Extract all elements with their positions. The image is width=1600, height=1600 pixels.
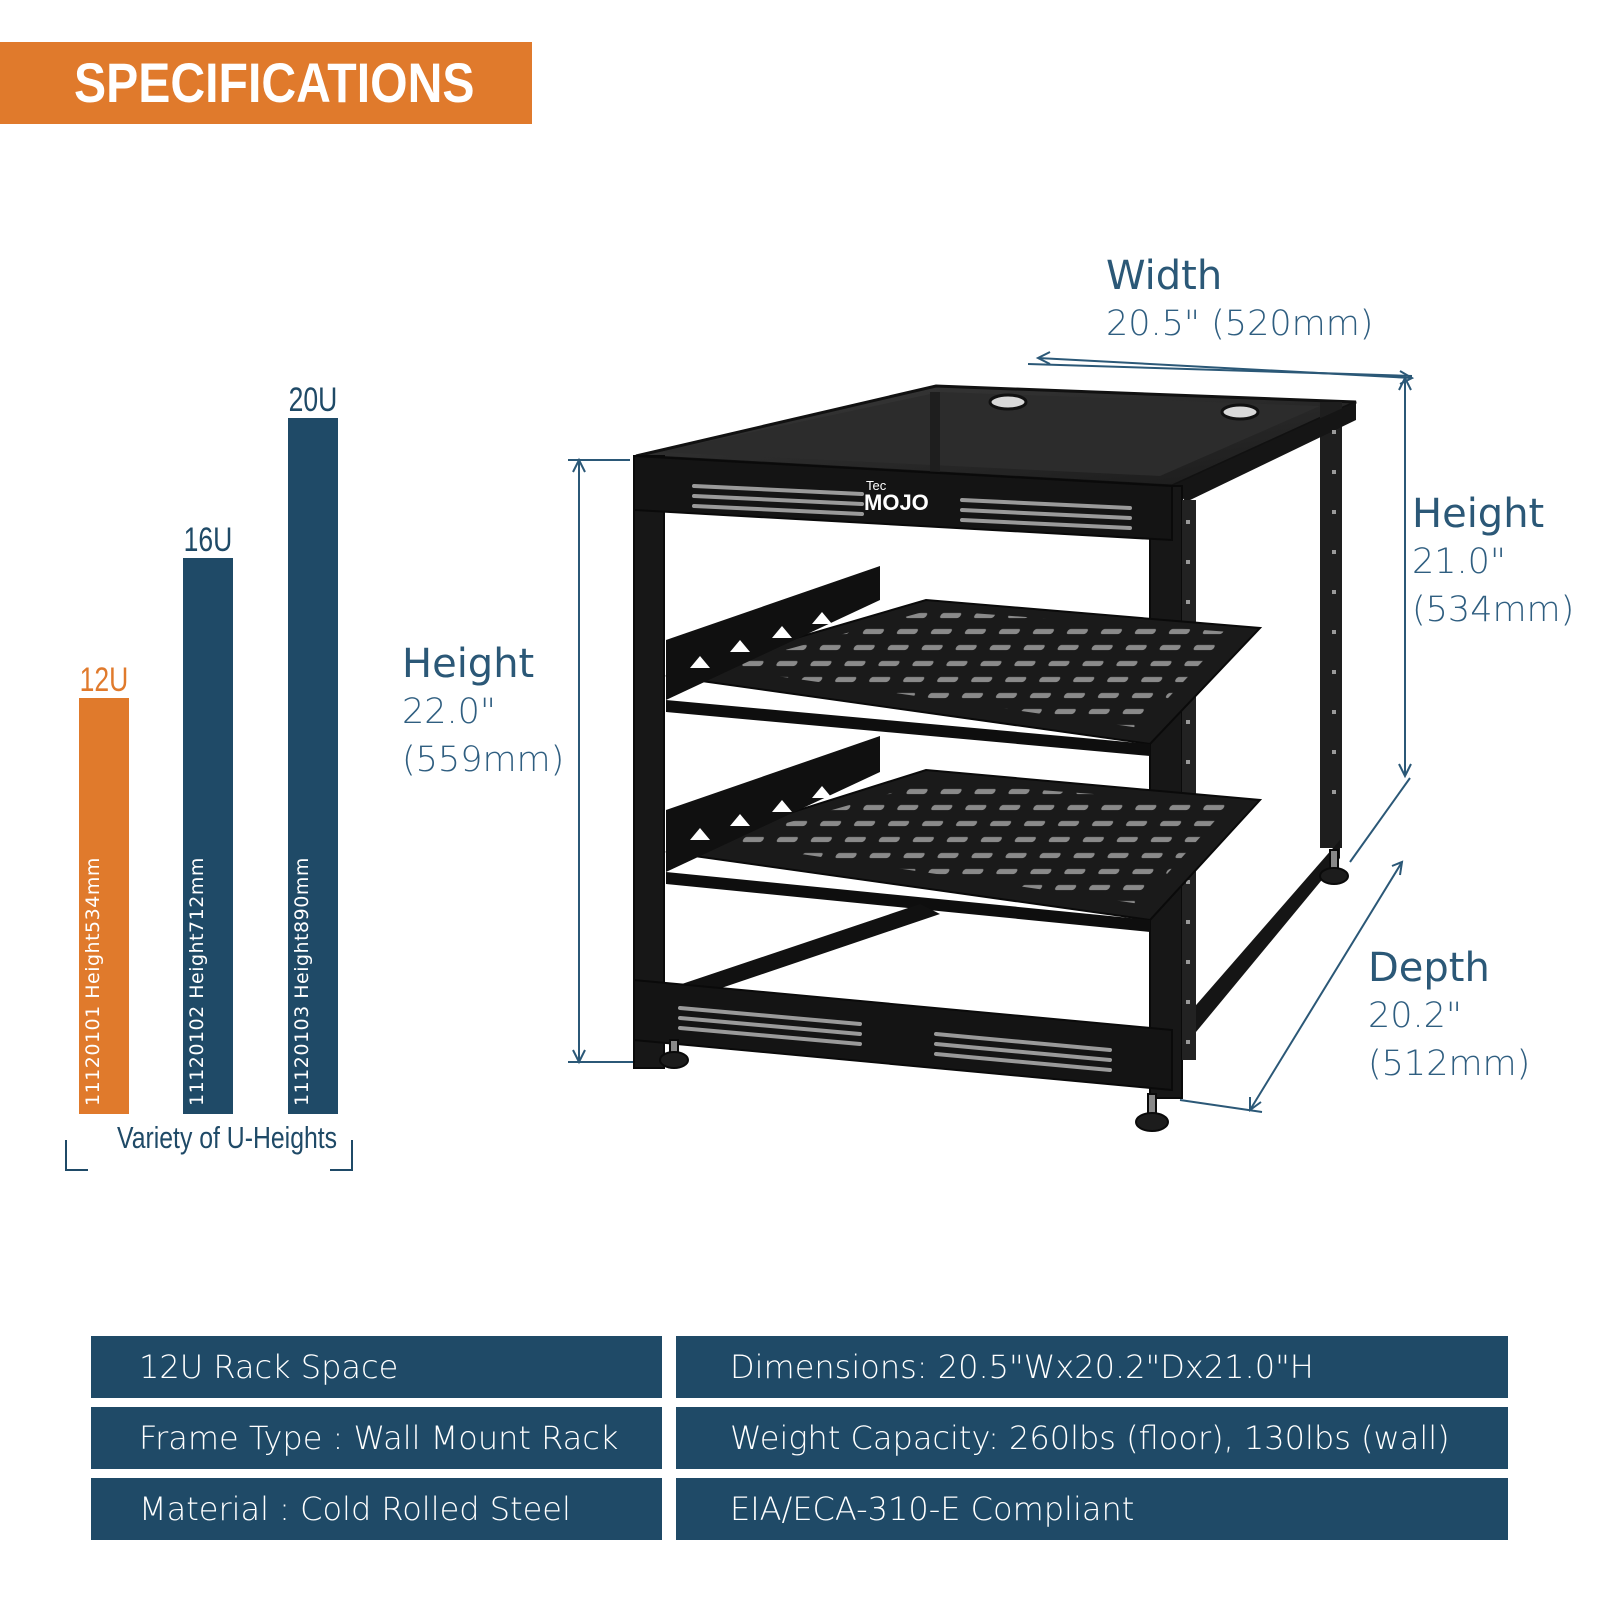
- width-title: Width: [1106, 253, 1223, 299]
- spec-frame-type: Frame Type : Wall Mount Rack: [91, 1407, 662, 1469]
- u-heights-caption: Variety of U-Heights: [64, 1120, 354, 1172]
- height-front-label: Height 22.0" (559mm): [402, 640, 564, 784]
- u-label-20u: 20U: [288, 381, 338, 419]
- rack-post-front-left: [633, 455, 665, 1069]
- top-vent-panel: [633, 454, 1173, 542]
- page-title: SPECIFICATIONS: [74, 51, 475, 114]
- height-back-mm: (534mm): [1412, 590, 1575, 630]
- bar-20u: 11120103 Height890mm: [288, 418, 338, 1114]
- caption-bracket: [65, 1140, 353, 1171]
- logo-tec: Tec: [866, 478, 887, 493]
- depth-label: Depth 20.2" (512mm): [1368, 944, 1530, 1088]
- spec-dimensions: Dimensions: 20.5"Wx20.2"Dx21.0"H: [676, 1336, 1508, 1398]
- u-label-16u: 16U: [183, 521, 233, 559]
- bar-12u: 11120101 Height534mm: [79, 698, 129, 1114]
- depth-mm: (512mm): [1368, 1044, 1531, 1084]
- height-front-inches: 22.0": [402, 692, 497, 732]
- width-value: 20.5" (520mm): [1106, 304, 1374, 344]
- height-back-inches: 21.0": [1412, 542, 1507, 582]
- height-front-title: Height: [402, 641, 535, 687]
- logo-mojo: MOJO: [864, 490, 929, 515]
- shelf-upper: [665, 566, 1263, 756]
- width-label: Width 20.5" (520mm): [1106, 252, 1373, 348]
- depth-title: Depth: [1368, 945, 1490, 991]
- spec-weight-capacity: Weight Capacity: 260lbs (floor), 130lbs …: [676, 1407, 1508, 1469]
- bottom-vent-panel: [633, 978, 1173, 1092]
- spec-rack-space: 12U Rack Space: [91, 1336, 662, 1398]
- u-label-12u: 12U: [79, 661, 129, 699]
- height-back-label: Height 21.0" (534mm): [1412, 490, 1574, 634]
- u-heights-caption-text: Variety of U-Heights: [117, 1120, 338, 1155]
- rack-feet: [659, 849, 1349, 1132]
- rack-post-back-right: [1320, 402, 1342, 848]
- specifications-banner: [0, 42, 532, 124]
- height-front-mm: (559mm): [402, 740, 565, 780]
- height-back-title: Height: [1412, 491, 1545, 537]
- spec-compliance: EIA/ECA-310-E Compliant: [676, 1478, 1508, 1540]
- bar-16u: 11120102 Height712mm: [183, 558, 233, 1114]
- shelf-lower: [665, 736, 1263, 932]
- spec-material: Material : Cold Rolled Steel: [91, 1478, 662, 1540]
- depth-inches: 20.2": [1368, 996, 1463, 1036]
